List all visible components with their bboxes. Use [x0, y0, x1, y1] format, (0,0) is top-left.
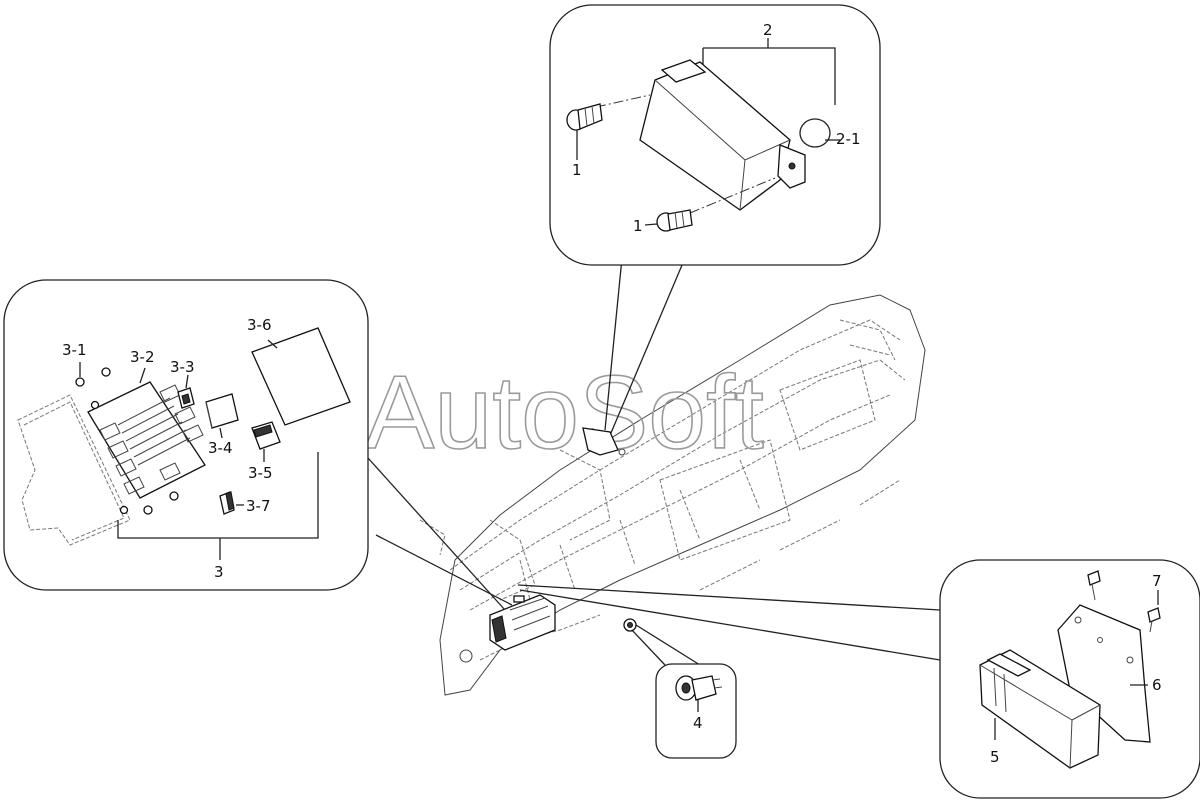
- screws-7[interactable]: [1087, 570, 1161, 633]
- switch-4[interactable]: [675, 675, 723, 701]
- label-7: 7: [1152, 572, 1162, 590]
- callout-part-2: [549, 4, 881, 266]
- relay-3-4[interactable]: [205, 393, 239, 429]
- relay-3-3[interactable]: [177, 387, 195, 409]
- dashboard-switch-4[interactable]: [623, 618, 637, 632]
- dashboard-module-2[interactable]: [582, 427, 626, 456]
- leader-lines: [367, 257, 941, 666]
- fuse-box-3-2[interactable]: [87, 381, 206, 499]
- label-5: 5: [990, 748, 1000, 766]
- label-3-6: 3-6: [247, 316, 272, 334]
- label-2-1: 2-1: [836, 130, 861, 148]
- label-1-upper: 1: [572, 161, 582, 179]
- part-labels: 2 2-1 1 1 3-1 3-2 3-3 3-4 3-5 3-6 3-7 3 …: [62, 21, 1162, 766]
- fuse-3-7[interactable]: [219, 491, 235, 515]
- label-3-5: 3-5: [248, 464, 273, 482]
- label-3-4: 3-4: [208, 439, 233, 457]
- o-ring-2-1[interactable]: [799, 118, 831, 148]
- label-3-1: 3-1: [62, 341, 87, 359]
- label-sheet-3-6[interactable]: [251, 327, 351, 426]
- callout-part-5-6-7: [939, 559, 1200, 799]
- relay-module[interactable]: [639, 59, 806, 211]
- label-3: 3: [214, 563, 224, 581]
- label-2: 2: [763, 21, 773, 39]
- control-module-5[interactable]: [979, 649, 1101, 769]
- label-3-2: 3-2: [130, 348, 155, 366]
- bolt-1-lower[interactable]: [656, 209, 693, 232]
- label-3-7: 3-7: [246, 497, 271, 515]
- dashboard-fuse-box[interactable]: [489, 594, 556, 651]
- callout-part-4: [655, 663, 737, 759]
- relay-3-5[interactable]: [251, 421, 281, 450]
- mounting-bracket-6[interactable]: [1057, 604, 1151, 743]
- label-6: 6: [1152, 676, 1162, 694]
- callout-part-3: [3, 279, 369, 591]
- label-4: 4: [693, 714, 703, 732]
- label-1-lower: 1: [633, 217, 643, 235]
- watermark-text: AutoSoft: [365, 355, 764, 471]
- label-3-3: 3-3: [170, 358, 195, 376]
- bolt-1-upper[interactable]: [566, 103, 603, 131]
- screw-3-1[interactable]: [75, 367, 179, 515]
